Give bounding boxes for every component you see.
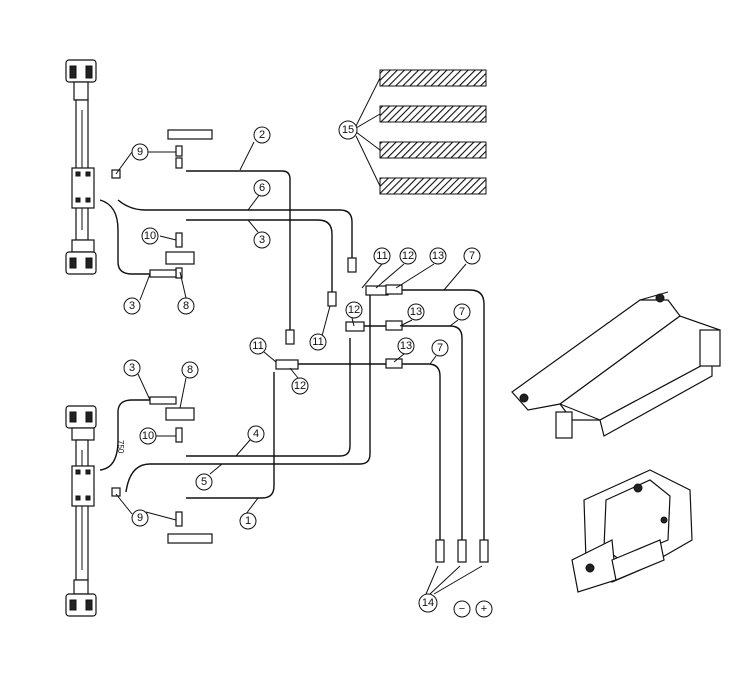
callout-3-lower: 3 [123, 359, 141, 377]
callout-13-top: 13 [429, 247, 447, 265]
callout-11-lower: 11 [249, 337, 267, 355]
svg-text:12: 12 [402, 250, 414, 262]
svg-text:7: 7 [459, 306, 465, 318]
callout-7-top: 7 [463, 247, 481, 265]
decal-strips [355, 69, 487, 195]
callout-8-lower: 8 [181, 361, 199, 379]
svg-text:3: 3 [129, 362, 135, 374]
fittings [111, 129, 489, 563]
svg-text:13: 13 [400, 340, 412, 352]
callout-10-lower: 10 [139, 427, 157, 445]
callout-12-top: 12 [399, 247, 417, 265]
svg-text:10: 10 [144, 230, 156, 242]
svg-text:14: 14 [422, 597, 434, 609]
dimension-label: 750 [116, 440, 125, 454]
callout-7-lower: 7 [431, 339, 449, 357]
callout-9-lower: 9 [131, 509, 149, 527]
svg-text:−: − [459, 603, 465, 615]
callout-9-upper: 9 [131, 143, 149, 161]
svg-text:13: 13 [410, 306, 422, 318]
svg-text:+: + [481, 603, 487, 615]
svg-text:9: 9 [137, 512, 143, 524]
callout-13-middle: 13 [407, 303, 425, 321]
callout-11-top: 11 [373, 247, 391, 265]
mount-bracket-illustration [571, 469, 693, 593]
minus-symbol: − [453, 600, 471, 618]
callout-5: 5 [195, 473, 213, 491]
callout-12-lower: 12 [291, 377, 309, 395]
callout-6: 6 [253, 179, 271, 197]
svg-text:12: 12 [294, 380, 306, 392]
svg-text:4: 4 [253, 428, 259, 440]
svg-text:8: 8 [183, 300, 189, 312]
callout-2: 2 [253, 126, 271, 144]
loader-arm-illustration [511, 291, 721, 439]
svg-text:2: 2 [259, 129, 265, 141]
svg-text:9: 9 [137, 146, 143, 158]
svg-text:8: 8 [187, 364, 193, 376]
callout-10-upper: 10 [141, 227, 159, 245]
callout-12-middle: 12 [345, 301, 363, 319]
callout-8-upper: 8 [177, 297, 195, 315]
svg-text:6: 6 [259, 182, 265, 194]
svg-text:11: 11 [312, 336, 323, 348]
svg-text:10: 10 [142, 430, 154, 442]
upper-cylinder [65, 59, 97, 275]
svg-text:3: 3 [259, 234, 265, 246]
svg-text:12: 12 [348, 304, 360, 316]
svg-text:5: 5 [201, 476, 207, 488]
svg-text:15: 15 [342, 124, 354, 136]
svg-text:11: 11 [252, 340, 263, 352]
lower-cylinder: 750 [65, 405, 125, 617]
hoses [99, 170, 485, 540]
svg-text:7: 7 [469, 250, 475, 262]
svg-text:7: 7 [437, 342, 443, 354]
callout-3-upper-left: 3 [123, 297, 141, 315]
callout-13-lower: 13 [397, 337, 415, 355]
callout-1: 1 [239, 512, 257, 530]
callout-14: 14 [418, 593, 438, 613]
callout-15: 15 [338, 120, 358, 140]
svg-text:13: 13 [432, 250, 444, 262]
svg-text:1: 1 [245, 515, 251, 527]
plus-symbol: + [475, 600, 493, 618]
svg-text:11: 11 [376, 250, 387, 262]
callout-3-upper-right: 3 [253, 231, 271, 249]
svg-text:3: 3 [129, 300, 135, 312]
callout-7-middle: 7 [453, 303, 471, 321]
callout-11-middle: 11 [309, 333, 327, 351]
callout-4: 4 [247, 425, 265, 443]
